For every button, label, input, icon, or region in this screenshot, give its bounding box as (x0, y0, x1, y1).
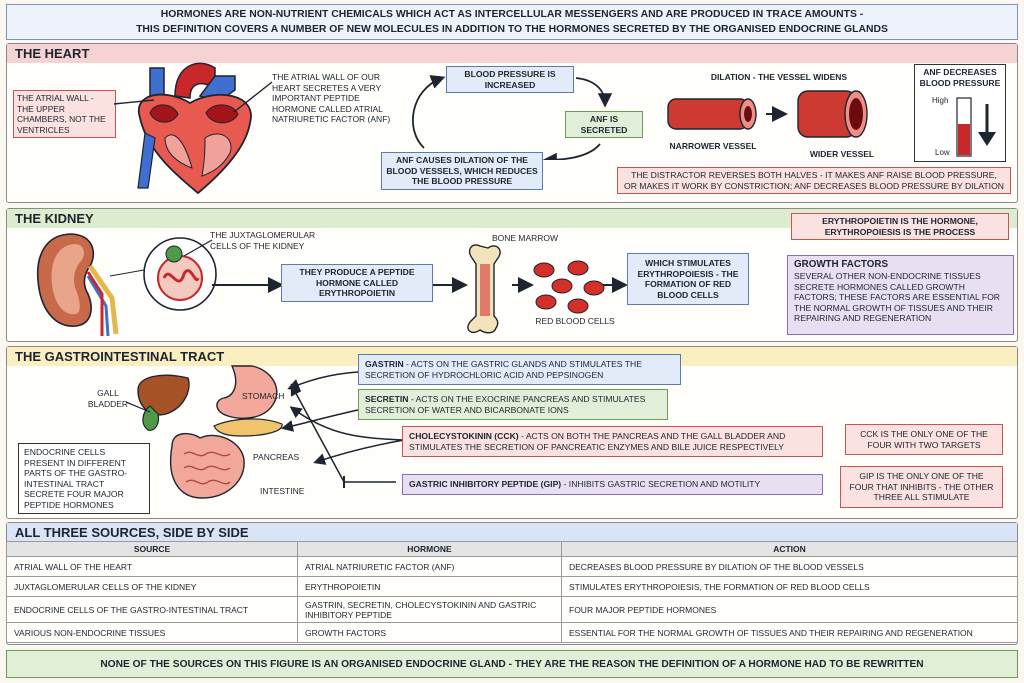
table-cell: VARIOUS NON-ENDOCRINE TISSUES (6, 622, 298, 643)
banner-line-2: THIS DEFINITION COVERS A NUMBER OF NEW M… (136, 24, 888, 35)
narrower-vessel-label: NARROWER VESSEL (669, 141, 757, 151)
table-cell: ENDOCRINE CELLS OF THE GASTRO-INTESTINAL… (6, 596, 298, 623)
table-cell: GROWTH FACTORS (297, 622, 562, 643)
distractor-line-1: THE DISTRACTOR REVERSES BOTH HALVES - IT… (631, 170, 997, 180)
red-blood-cells-illustration (533, 260, 605, 314)
secretin-text: - ACTS ON THE EXOCRINE PANCREAS AND STIM… (365, 394, 646, 415)
cycle-dilation-box: ANF CAUSES DILATION OF THE BLOOD VESSELS… (381, 152, 543, 190)
table-cell: GASTRIN, SECRETIN, CHOLECYSTOKININ AND G… (297, 596, 562, 623)
table-cell: DECREASES BLOOD PRESSURE BY DILATION OF … (561, 556, 1018, 577)
glomerulus-illustration (143, 237, 217, 311)
cck-text: - ACTS ON BOTH THE PANCREAS AND THE GALL… (409, 431, 786, 452)
anf-cycle-arrows (412, 75, 613, 160)
table-header-row: SOURCE HORMONE ACTION (6, 541, 1018, 557)
table-cell: FOUR MAJOR PEPTIDE HORMONES (561, 596, 1018, 623)
anf-secretion-text: THE ATRIAL WALL OF OUR HEART SECRETES A … (272, 72, 391, 124)
jg-cells-label: THE JUXTAGLOMERULAR CELLS OF THE KIDNEY (210, 230, 316, 251)
wider-vessel-label: WIDER VESSEL (809, 149, 875, 159)
distractor-line-2: OR MAKES IT WORK BY CONSTRICTION; ANF DE… (624, 180, 1004, 191)
epo-production-box: THEY PRODUCE A PEPTIDE HORMONE CALLED ER… (281, 264, 433, 302)
table-cell: ESSENTIAL FOR THE NORMAL GROWTH OF TISSU… (561, 622, 1018, 643)
heart-illustration (137, 62, 252, 195)
heart-distractor-note: THE DISTRACTOR REVERSES BOTH HALVES - IT… (617, 167, 1011, 194)
table-cell: ATRIAL NATRIURETIC FACTOR (ANF) (297, 556, 562, 577)
table-header: HORMONE (297, 541, 562, 557)
gauge-fill (958, 124, 970, 155)
secretin-box: SECRETIN - ACTS ON THE EXOCRINE PANCREAS… (358, 389, 668, 420)
gastrin-box: GASTRIN - ACTS ON THE GASTRIC GLANDS AND… (358, 354, 681, 385)
cycle-bp-box: BLOOD PRESSURE IS INCREASED (446, 66, 574, 93)
bone-illustration (467, 244, 501, 334)
kidney-illustration (36, 233, 119, 337)
gauge-title: ANF DECREASES BLOOD PRESSURE (919, 67, 1001, 88)
table-cell: ATRIAL WALL OF THE HEART (6, 556, 298, 577)
stomach-label: STOMACH (242, 391, 285, 401)
heart-title: THE HEART (7, 44, 1017, 63)
dilation-title: DILATION - THE VESSEL WIDENS (710, 72, 848, 82)
gastrin-name: GASTRIN (365, 359, 404, 369)
bone-marrow-label: BONE MARROW (491, 233, 559, 243)
secretin-name: SECRETIN (365, 394, 409, 404)
summary-title: ALL THREE SOURCES, SIDE BY SIDE (7, 523, 1017, 542)
table-header: ACTION (561, 541, 1018, 557)
erythropoiesis-box: WHICH STIMULATES ERYTHROPOIESIS - THE FO… (627, 253, 749, 305)
gip-box: GASTRIC INHIBITORY PEPTIDE (GIP) - INHIB… (402, 474, 823, 495)
rbc-label: RED BLOOD CELLS (535, 316, 615, 326)
hormone-vs-process-note: ERYTHROPOIETIN IS THE HORMONE, ERYTHROPO… (791, 213, 1009, 240)
atrial-pointer (113, 99, 155, 105)
growth-factors-box: GROWTH FACTORS SEVERAL OTHER NON-ENDOCRI… (787, 255, 1014, 335)
gauge-low-label: Low (935, 148, 950, 157)
gauge-high-label: High (932, 96, 949, 105)
jg-pointer (183, 239, 213, 257)
cycle-anf-box: ANF IS SECRETED (565, 111, 643, 138)
table-header: SOURCE (6, 541, 298, 557)
kidney-zoom-line (109, 269, 145, 277)
cck-box: CHOLECYSTOKININ (CCK) - ACTS ON BOTH THE… (402, 426, 823, 457)
kidney-title: THE KIDNEY (7, 209, 1017, 228)
gall-bladder-label: GALL BLADDER (87, 388, 129, 409)
gip-name: GASTRIC INHIBITORY PEPTIDE (GIP) (409, 479, 562, 489)
gi-tract-illustration (137, 365, 283, 499)
gastrin-text: - ACTS ON THE GASTRIC GLANDS AND STIMULA… (365, 359, 642, 380)
gall-pointer (125, 401, 151, 413)
kidney-flow-arrows (212, 277, 628, 293)
vessel-illustration (667, 90, 868, 138)
intestine-label: INTESTINE (260, 486, 305, 496)
footer-banner: NONE OF THE SOURCES ON THIS FIGURE IS AN… (6, 650, 1018, 678)
pancreas-label: PANCREAS (253, 452, 300, 462)
cck-note: CCK IS THE ONLY ONE OF THE FOUR WITH TWO… (845, 424, 1003, 455)
growth-factors-title: GROWTH FACTORS (794, 259, 888, 270)
atrial-wall-label: THE ATRIAL WALL - THE UPPER CHAMBERS, NO… (13, 90, 116, 138)
table-cell: ERYTHROPOIETIN (297, 576, 562, 597)
table-cell: STIMULATES ERYTHROPOIESIS, THE FORMATION… (561, 576, 1018, 597)
gip-note: GIP IS THE ONLY ONE OF THE FOUR THAT INH… (840, 466, 1003, 508)
summary-table: SOURCE HORMONE ACTION ATRIAL WALL OF THE… (6, 541, 1018, 643)
cck-name: CHOLECYSTOKININ (CCK) (409, 431, 519, 441)
down-arrow-icon (978, 132, 996, 146)
bp-gauge (956, 97, 996, 157)
anf-pointer (233, 81, 273, 113)
table-cell: JUXTAGLOMERULAR CELLS OF THE KIDNEY (6, 576, 298, 597)
gip-text: - INHIBITS GASTRIC SECRETION AND MOTILIT… (561, 479, 761, 489)
gi-target-arrows (281, 371, 405, 488)
definition-banner: HORMONES ARE NON-NUTRIENT CHEMICALS WHIC… (6, 4, 1018, 40)
endocrine-cells-box: ENDOCRINE CELLS PRESENT IN DIFFERENT PAR… (18, 443, 150, 514)
table-row: ENDOCRINE CELLS OF THE GASTRO-INTESTINAL… (6, 596, 1018, 623)
banner-line-1: HORMONES ARE NON-NUTRIENT CHEMICALS WHIC… (160, 9, 864, 20)
growth-factors-text: SEVERAL OTHER NON-ENDOCRINE TISSUES SECR… (794, 271, 1000, 323)
